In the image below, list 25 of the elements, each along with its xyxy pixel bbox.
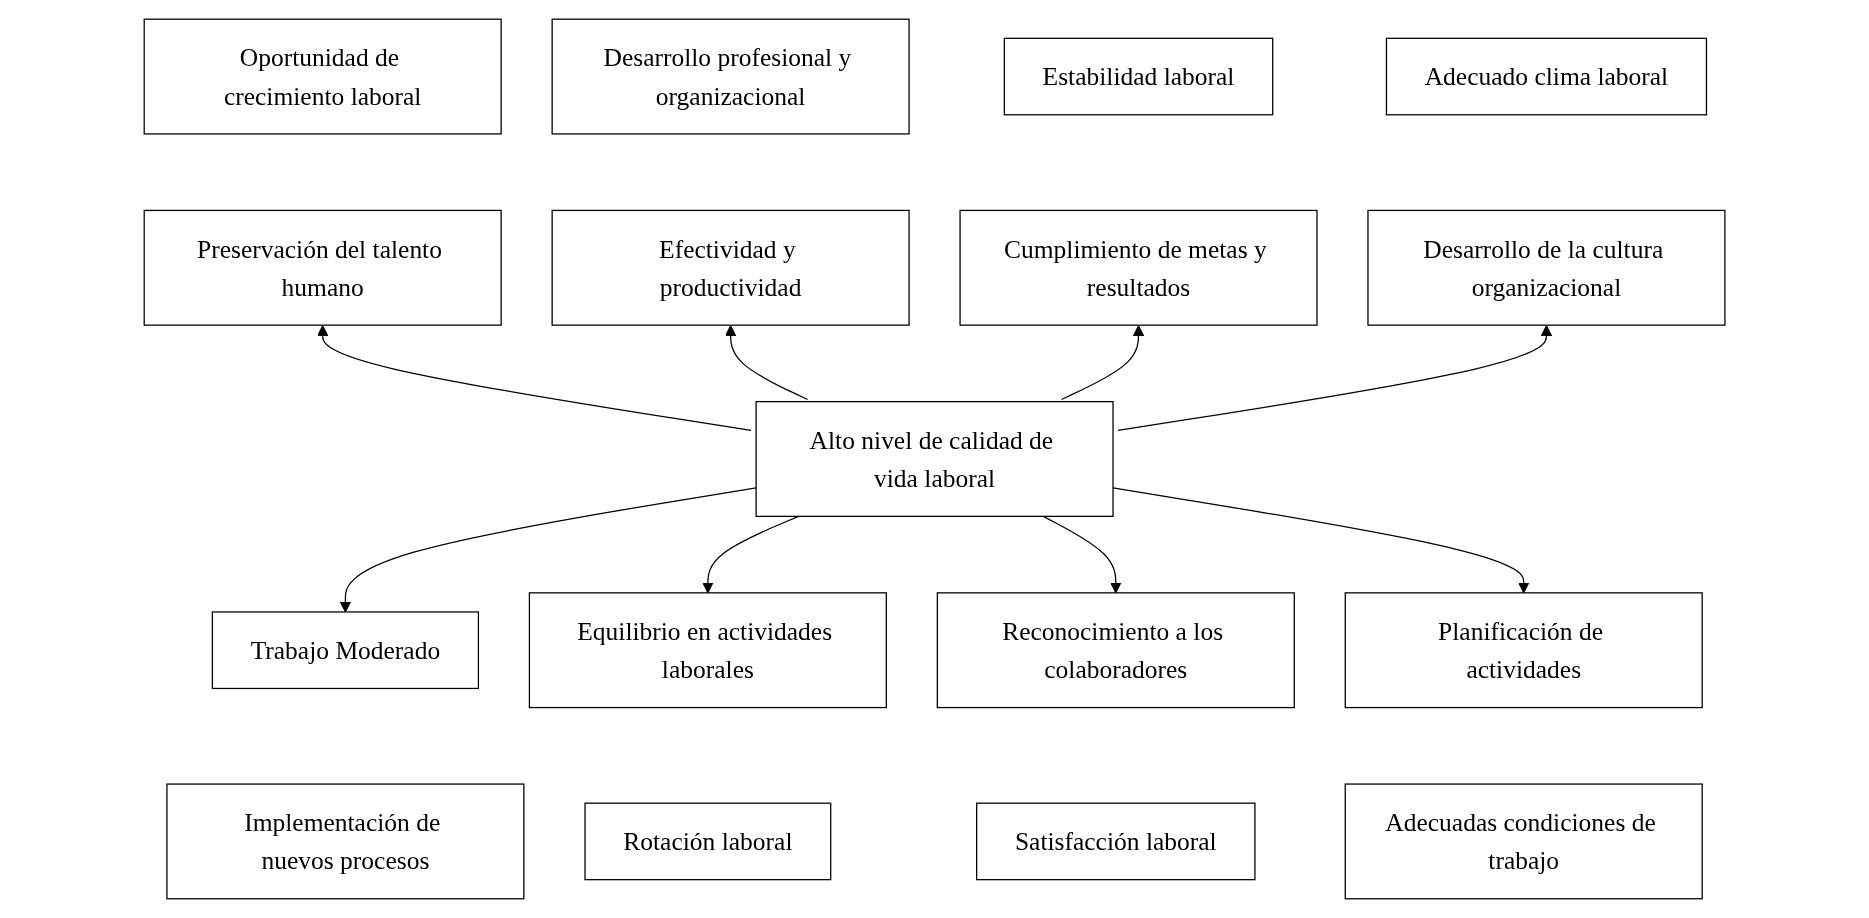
arrow [1112, 487, 1530, 594]
node-box: Efectividad y productividad [551, 209, 910, 326]
arrow [339, 487, 757, 613]
node-box: Planificación de actividades [1344, 592, 1703, 709]
node-box: Adecuado clima laboral [1385, 37, 1708, 116]
node-box: Equilibrio en actividades laborales [528, 592, 887, 709]
node-box: Trabajo Moderado [211, 611, 479, 690]
node-box: Satisfacción laboral [975, 802, 1256, 881]
arrow [724, 325, 809, 401]
node-box: Adecuadas condiciones de trabajo [1344, 783, 1703, 900]
node-box: Implementación de nuevos procesos [166, 783, 525, 900]
arrow [1060, 325, 1145, 401]
node-box: Preservación del talento humano [143, 209, 502, 326]
arrow [1117, 325, 1552, 431]
node-box: Cumplimiento de metas y resultados [959, 209, 1318, 326]
arrow [1042, 515, 1122, 594]
node-box: Desarrollo profesional y organizacional [551, 18, 910, 135]
node-box: Desarrollo de la cultura organizacional [1367, 209, 1726, 326]
node-box: Alto nivel de calidad de vida laboral [755, 401, 1114, 517]
arrow [317, 325, 752, 431]
node-box: Rotación laboral [584, 802, 832, 881]
node-box: Estabilidad laboral [1003, 37, 1274, 116]
node-box: Reconocimiento a los colaboradores [936, 592, 1295, 709]
arrow [702, 515, 800, 594]
node-box: Oportunidad de crecimiento laboral [143, 18, 502, 135]
